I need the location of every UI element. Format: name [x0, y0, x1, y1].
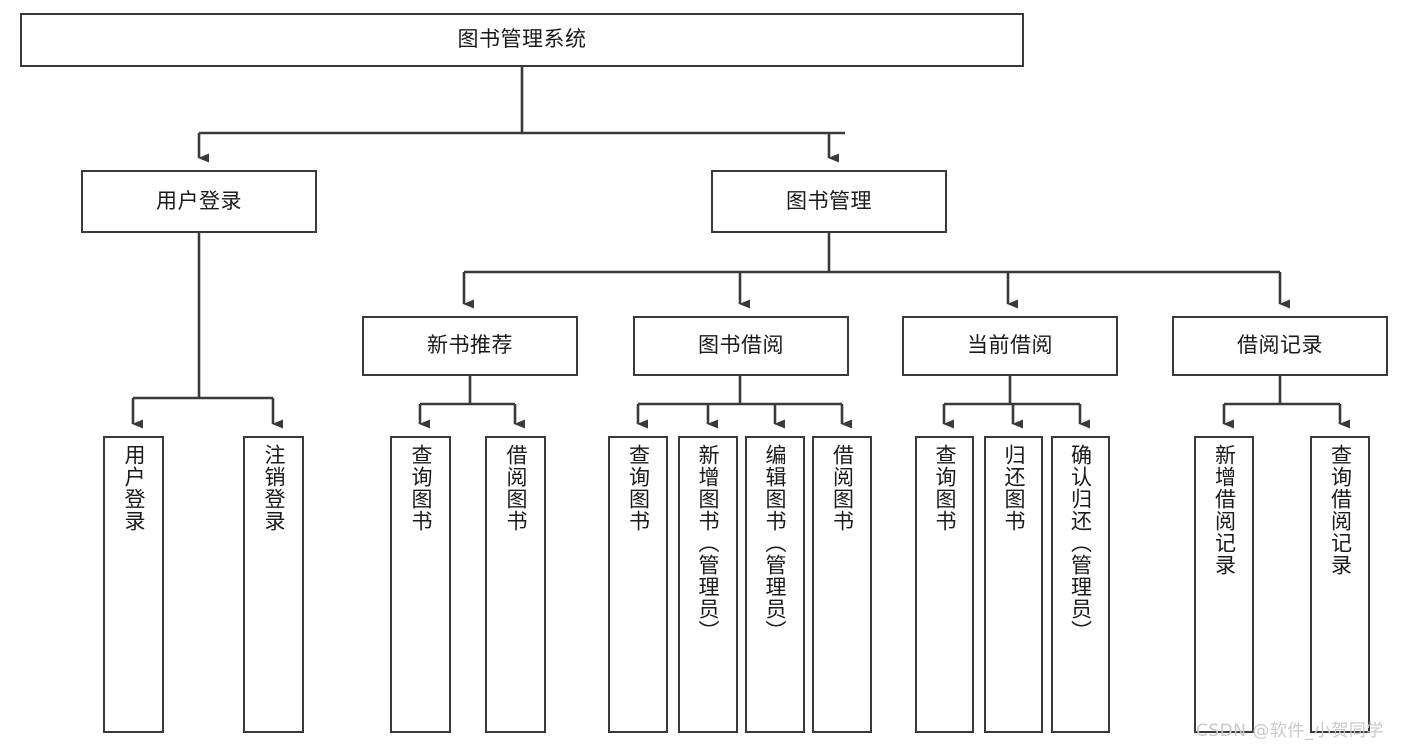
node-leaf-return-book-label: 归还图书: [1001, 444, 1026, 532]
connector-borrowrecord-to-leaves: [1222, 376, 1350, 429]
node-leaf-query-record-label: 查询借阅记录: [1328, 444, 1353, 576]
node-new-book-rec[interactable]: 新书推荐: [362, 316, 578, 376]
node-leaf-borrow-book-2[interactable]: 借阅图书: [812, 436, 872, 733]
node-leaf-query-book-1[interactable]: 查询图书: [390, 436, 451, 733]
node-leaf-add-record-label: 新增借阅记录: [1212, 444, 1237, 576]
node-leaf-confirm-return[interactable]: 确认归还（管理员）: [1051, 436, 1110, 733]
node-leaf-edit-book[interactable]: 编辑图书（管理员）: [745, 436, 805, 733]
node-borrow-record-label: 借阅记录: [1237, 333, 1323, 358]
connector-bookmanage-to-level3: [462, 233, 1290, 309]
node-book-manage[interactable]: 图书管理: [711, 170, 947, 233]
node-leaf-logout-label: 注销登录: [261, 444, 286, 532]
node-leaf-borrow-book-1-label: 借阅图书: [503, 444, 528, 532]
node-new-book-rec-label: 新书推荐: [427, 333, 513, 358]
node-user-login-label: 用户登录: [156, 188, 242, 213]
connector-userlogin-to-leaves: [131, 233, 283, 429]
node-current-borrow[interactable]: 当前借阅: [902, 316, 1118, 376]
node-leaf-add-book-label: 新增图书（管理员）: [696, 444, 721, 642]
node-leaf-logout[interactable]: 注销登录: [243, 436, 304, 733]
csdn-watermark: CSDN @软件_小贺同学: [1196, 721, 1384, 741]
connector-bookborrow-to-leaves: [636, 376, 852, 429]
node-leaf-query-book-3[interactable]: 查询图书: [915, 436, 974, 733]
node-leaf-borrow-book-1[interactable]: 借阅图书: [485, 436, 546, 733]
node-leaf-borrow-book-2-label: 借阅图书: [830, 444, 855, 532]
node-leaf-confirm-return-label: 确认归还（管理员）: [1068, 444, 1093, 642]
connector-newbook-to-leaves: [418, 376, 525, 429]
node-borrow-record[interactable]: 借阅记录: [1172, 316, 1388, 376]
node-user-login[interactable]: 用户登录: [81, 170, 317, 233]
node-root-label: 图书管理系统: [457, 27, 587, 52]
connector-currentborrow-to-leaves: [942, 376, 1090, 429]
node-leaf-query-record[interactable]: 查询借阅记录: [1310, 436, 1370, 733]
node-leaf-query-book-1-label: 查询图书: [408, 444, 433, 532]
node-book-borrow[interactable]: 图书借阅: [633, 316, 849, 376]
node-leaf-return-book[interactable]: 归还图书: [984, 436, 1043, 733]
node-leaf-user-login[interactable]: 用户登录: [103, 436, 164, 733]
node-leaf-query-book-2[interactable]: 查询图书: [608, 436, 668, 733]
connector-root-to-level2: [197, 67, 845, 163]
node-leaf-edit-book-label: 编辑图书（管理员）: [763, 444, 788, 642]
node-leaf-user-login-label: 用户登录: [121, 444, 146, 532]
node-leaf-add-record[interactable]: 新增借阅记录: [1194, 436, 1254, 733]
node-root[interactable]: 图书管理系统: [20, 13, 1024, 67]
node-book-borrow-label: 图书借阅: [698, 333, 784, 358]
node-leaf-add-book[interactable]: 新增图书（管理员）: [678, 436, 738, 733]
node-book-manage-label: 图书管理: [786, 188, 872, 213]
node-current-borrow-label: 当前借阅: [967, 333, 1053, 358]
node-leaf-query-book-3-label: 查询图书: [932, 444, 957, 532]
node-leaf-query-book-2-label: 查询图书: [626, 444, 651, 532]
